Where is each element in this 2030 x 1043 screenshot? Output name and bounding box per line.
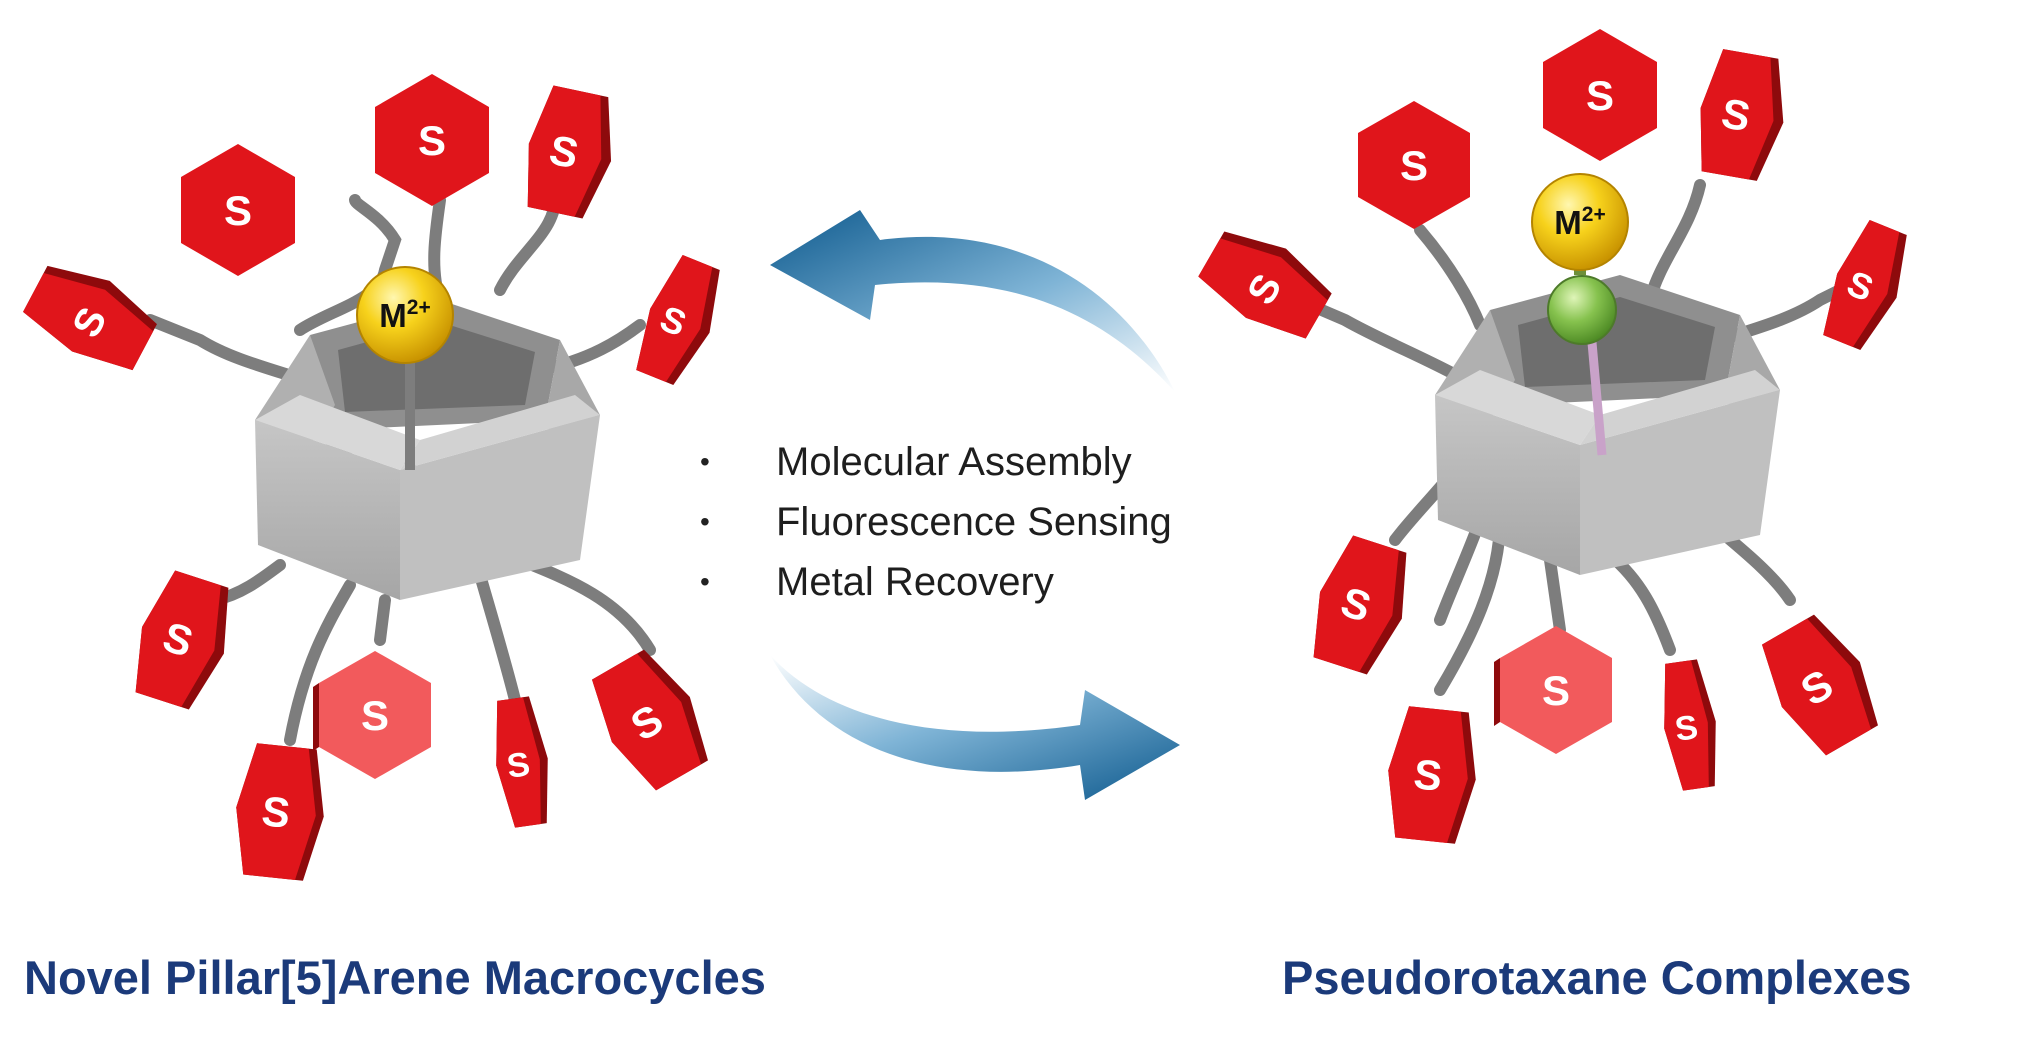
sulfonate-label: S	[1542, 667, 1570, 714]
sulfonate-hexagon: S	[527, 85, 612, 219]
arrow-to-right	[770, 655, 1180, 800]
sulfonate-hexagon: S	[23, 265, 157, 371]
sulfonate-hexagon: S	[375, 74, 489, 206]
applications-list: Molecular Assembly Fluorescence Sensing …	[700, 432, 1172, 612]
sulfonate-label: S	[1586, 72, 1614, 119]
sulfonate-label: S	[224, 187, 252, 234]
sulfonate-hexagon: S	[1313, 535, 1407, 675]
sulfonate-label: S	[418, 117, 446, 164]
pillar-arene-macrocycle: M2+ S S S S	[23, 74, 720, 881]
guest-sphere	[1547, 275, 1617, 345]
reversible-arrows	[770, 210, 1180, 800]
sulfonate-hexagon: S	[1198, 231, 1332, 339]
left-caption: Novel Pillar[5]Arene Macrocycles	[24, 951, 766, 1004]
metal-ion: M2+	[1531, 173, 1629, 271]
sulfonate-groups: S S S S S	[1198, 29, 1907, 844]
sulfonate-hexagon: S	[1664, 659, 1716, 791]
sulfonate-hexagon: S	[313, 651, 431, 779]
sulfonate-hexagon: S	[1823, 220, 1907, 350]
sulfonate-hexagon: S	[1762, 614, 1878, 756]
sulfonate-hexagon: S	[636, 255, 720, 385]
sulfonate-hexagon: S	[1543, 29, 1657, 161]
sulfonate-hexagon: S	[181, 144, 295, 276]
sulfonate-label: S	[1412, 750, 1445, 800]
pseudorotaxane-complex: M2+ S S S S S	[1198, 29, 1907, 844]
right-caption: Pseudorotaxane Complexes	[1282, 951, 1912, 1004]
sulfonate-hexagon: S	[236, 743, 324, 881]
sulfonate-hexagon: S	[1358, 101, 1470, 229]
sulfonate-hexagon: S	[1700, 49, 1784, 181]
sulfonate-label: S	[505, 745, 533, 786]
metal-ion: M2+	[356, 266, 454, 364]
sulfonate-label: S	[1400, 142, 1428, 189]
sulfonate-hexagon: S	[496, 696, 548, 828]
sulfonate-hexagon: S	[1494, 626, 1612, 754]
sulfonate-hexagon: S	[592, 649, 708, 791]
sulfonate-label: S	[361, 692, 389, 739]
arrow-to-left	[770, 210, 1175, 392]
sulfonate-hexagon: S	[1388, 706, 1476, 844]
application-item: Molecular Assembly	[700, 432, 1172, 492]
sulfonate-label: S	[260, 787, 293, 837]
application-item: Fluorescence Sensing	[700, 492, 1172, 552]
sulfonate-label: S	[1673, 708, 1701, 749]
application-item: Metal Recovery	[700, 552, 1172, 612]
sulfonate-groups: S S S S S	[23, 74, 720, 881]
sulfonate-hexagon: S	[135, 570, 229, 710]
